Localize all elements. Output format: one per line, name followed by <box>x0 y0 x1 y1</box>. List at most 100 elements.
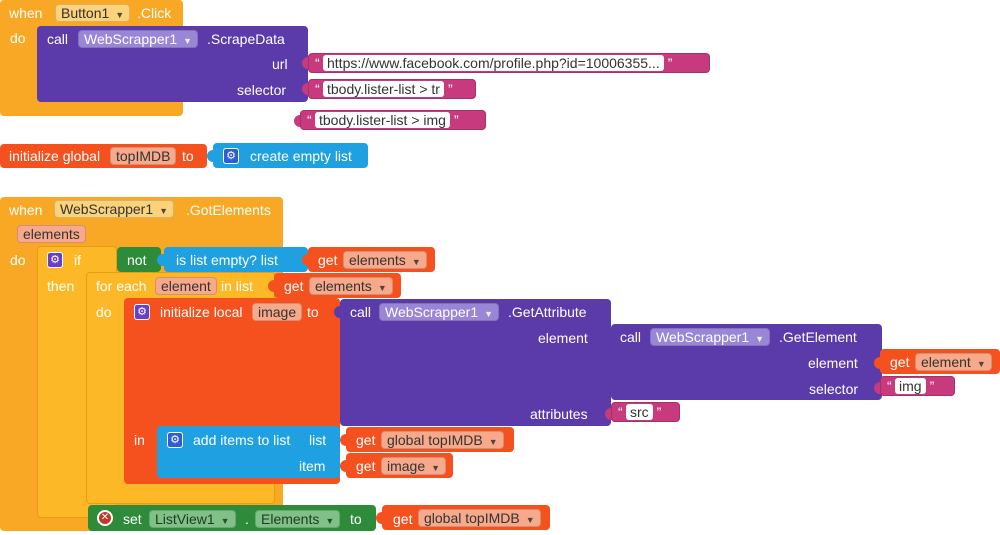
add-items-to-list-block[interactable] <box>157 426 340 478</box>
event-name: .Click <box>137 5 172 21</box>
chevron-down-icon: ▼ <box>484 309 494 319</box>
method-name: .ScrapeData <box>207 31 285 47</box>
init-global-keyword: initialize global <box>9 148 101 164</box>
to-keyword: to <box>350 511 362 527</box>
list-label: list <box>309 432 327 448</box>
socket-tab <box>334 306 342 318</box>
in-keyword: in <box>134 432 145 448</box>
in-list-keyword: in list <box>221 278 253 294</box>
url-value[interactable]: https://www.facebook.com/profile.php?id=… <box>323 55 664 71</box>
socket-tab <box>376 512 384 524</box>
not-keyword: not <box>127 252 147 268</box>
not-block[interactable] <box>117 247 161 272</box>
get-var-dropdown[interactable]: image▼ <box>381 457 447 475</box>
element-label: element <box>808 355 858 371</box>
get-keyword: get <box>318 252 338 268</box>
loose-string-value[interactable]: tbody.lister-list > img <box>315 112 450 128</box>
to-keyword: to <box>182 148 194 164</box>
to-keyword: to <box>307 304 319 320</box>
set-component-dropdown[interactable]: ListView1▼ <box>149 510 236 528</box>
get-var-dropdown[interactable]: global topIMDB▼ <box>418 509 541 527</box>
get-keyword: get <box>284 278 304 294</box>
event-name: .GotElements <box>186 202 271 218</box>
call-keyword: call <box>47 31 69 47</box>
call-keyword: call <box>620 329 642 345</box>
attributes-label: attributes <box>530 406 588 422</box>
when-keyword: when <box>9 202 43 218</box>
chevron-down-icon: ▼ <box>525 515 535 525</box>
socket-tab <box>302 83 310 95</box>
call-component-dropdown[interactable]: WebScrapper1▼ <box>379 303 500 321</box>
get-var-dropdown[interactable]: element▼ <box>915 353 992 371</box>
selector-value[interactable]: img <box>895 378 926 394</box>
loop-var-name[interactable]: element <box>155 277 217 295</box>
create-empty-list-label: create empty list <box>250 148 352 164</box>
url-label: url <box>272 56 288 72</box>
attributes-string-block[interactable]: “src” <box>611 402 680 422</box>
loose-string-block[interactable]: “tbody.lister-list > img” <box>300 110 486 130</box>
call-component-dropdown[interactable]: WebScrapper1▼ <box>650 328 771 346</box>
element-label: element <box>538 330 588 346</box>
chevron-down-icon: ▼ <box>159 206 169 216</box>
socket-tab <box>340 434 348 446</box>
if-keyword: if <box>74 252 81 268</box>
component-dropdown[interactable]: WebScrapper1▼ <box>54 200 175 218</box>
chevron-down-icon: ▼ <box>488 437 498 447</box>
attributes-value[interactable]: src <box>626 404 653 420</box>
gear-icon[interactable]: ⚙ <box>134 304 150 320</box>
chevron-down-icon: ▼ <box>411 257 421 267</box>
chevron-down-icon: ▼ <box>755 334 765 344</box>
chevron-down-icon: ▼ <box>115 10 125 20</box>
get-keyword: get <box>890 354 910 370</box>
get-keyword: get <box>356 458 376 474</box>
item-label: item <box>299 458 326 474</box>
url-string-block[interactable]: “https://www.facebook.com/profile.php?id… <box>308 53 710 73</box>
socket-tab <box>302 57 310 69</box>
get-var-dropdown[interactable]: elements▼ <box>309 277 393 295</box>
get-keyword: get <box>356 432 376 448</box>
socket-tab <box>874 357 882 369</box>
socket-tab <box>157 254 165 266</box>
socket-tab <box>207 150 215 162</box>
selector-label: selector <box>237 82 287 98</box>
socket-tab <box>302 254 310 266</box>
event-param-elements[interactable]: elements <box>17 225 86 243</box>
chevron-down-icon: ▼ <box>377 283 387 293</box>
call-keyword: call <box>350 304 372 320</box>
get-var-dropdown[interactable]: elements▼ <box>343 251 427 269</box>
socket-tab <box>268 280 276 292</box>
chevron-down-icon: ▼ <box>976 359 986 369</box>
call-component-dropdown[interactable]: WebScrapper1▼ <box>78 30 199 48</box>
error-icon[interactable]: ✕ <box>97 510 113 526</box>
gear-icon[interactable]: ⚙ <box>167 432 183 448</box>
selector-string-block[interactable]: “img” <box>880 376 955 396</box>
for-each-keyword: for each <box>96 278 147 294</box>
do-keyword: do <box>96 304 112 320</box>
set-keyword: set <box>123 511 142 527</box>
init-local-keyword: initialize local <box>160 304 243 320</box>
selector-label: selector <box>809 381 859 397</box>
selector-value[interactable]: tbody.lister-list > tr <box>323 81 444 97</box>
method-name: .GetElement <box>779 329 857 345</box>
then-keyword: then <box>47 278 75 294</box>
get-var-dropdown[interactable]: global topIMDB▼ <box>381 431 504 449</box>
socket-tab <box>340 460 348 472</box>
is-list-empty-block[interactable] <box>164 247 308 272</box>
chevron-down-icon: ▼ <box>431 463 441 473</box>
global-var-name[interactable]: topIMDB <box>110 147 177 165</box>
selector-string-block[interactable]: “tbody.lister-list > tr” <box>308 79 476 99</box>
dot-separator: . <box>245 511 249 527</box>
method-name: .GetAttribute <box>508 304 587 320</box>
local-var-name[interactable]: image <box>252 303 303 321</box>
when-keyword: when <box>9 5 43 21</box>
chevron-down-icon: ▼ <box>220 516 230 526</box>
get-keyword: get <box>393 511 413 527</box>
socket-tab <box>605 408 613 420</box>
do-keyword: do <box>10 252 26 268</box>
property-dropdown[interactable]: Elements▼ <box>255 510 341 528</box>
component-dropdown[interactable]: Button1▼ <box>55 4 131 22</box>
gear-icon[interactable]: ⚙ <box>223 148 239 164</box>
gear-icon[interactable]: ⚙ <box>47 252 63 268</box>
socket-tab <box>605 332 613 344</box>
add-items-label: add items to list <box>193 432 291 448</box>
